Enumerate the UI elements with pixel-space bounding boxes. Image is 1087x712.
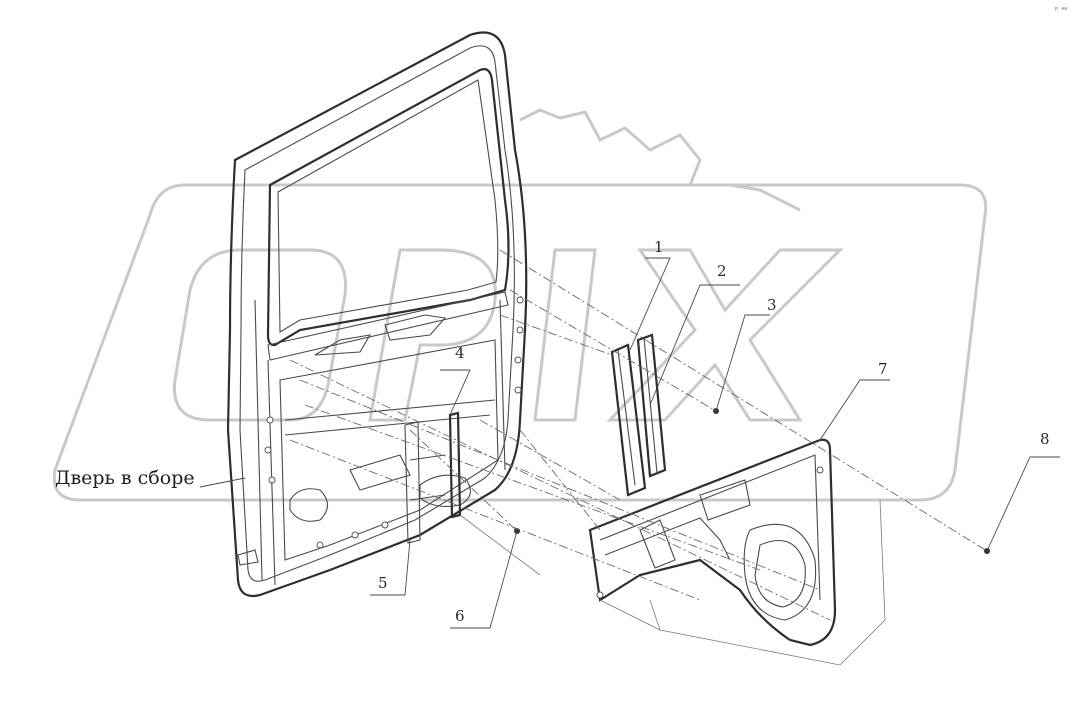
watermark-logo: [52, 108, 988, 502]
part-7-inner-panel: [588, 438, 837, 647]
leader-lines: [199, 257, 1060, 629]
assembly-label: Дверь в сборе: [55, 467, 195, 489]
part-number-8: 8: [1040, 430, 1050, 448]
corner-mark: ᵖ ᵃᵃ: [1055, 5, 1067, 14]
part-number-1: 1: [654, 238, 664, 256]
part-number-6: 6: [455, 607, 465, 625]
door-assembly: [226, 31, 528, 598]
assembly-lines: [289, 249, 988, 666]
part-number-2: 2: [717, 262, 727, 280]
part-number-7: 7: [878, 360, 888, 378]
part-1-2-channels: [610, 333, 667, 497]
part-number-3: 3: [767, 296, 777, 314]
part-number-4: 4: [455, 344, 465, 362]
assembly-label-text: Дверь в сборе: [55, 467, 195, 489]
part-number-5: 5: [378, 574, 388, 592]
